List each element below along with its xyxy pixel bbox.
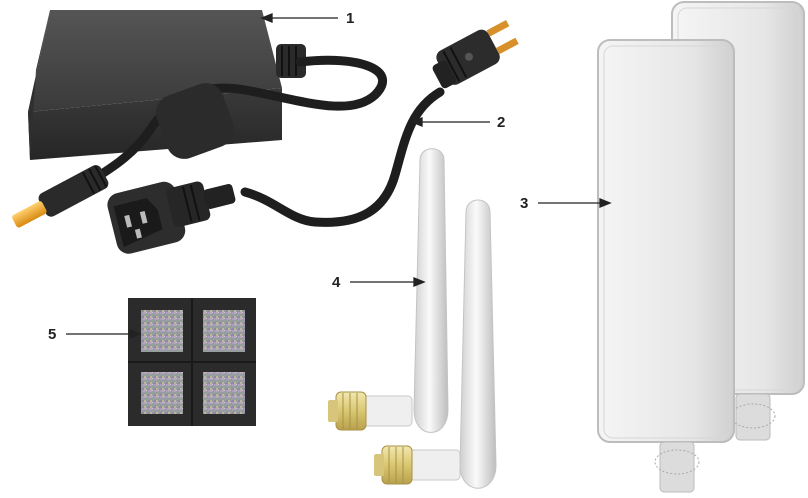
callout-1-label: 1 (346, 10, 354, 27)
callout-3-label: 3 (520, 195, 528, 212)
dipole-antenna-icon (328, 148, 497, 489)
callout-2-label: 2 (497, 114, 505, 131)
callout-4-label: 4 (332, 274, 341, 291)
power-adapter-icon (12, 10, 387, 228)
adhesive-pad-icon (128, 298, 256, 426)
callout-5-label: 5 (48, 326, 56, 343)
ac-power-cord-icon (107, 20, 519, 254)
panel-antenna-icon (597, 1, 805, 493)
